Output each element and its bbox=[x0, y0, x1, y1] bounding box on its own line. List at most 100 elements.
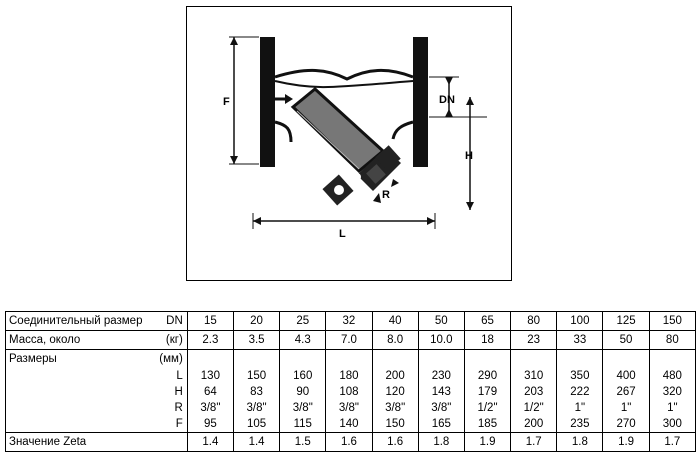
zeta-value-cell: 1.4 bbox=[187, 432, 234, 452]
dn-value-cell: 150 bbox=[649, 311, 697, 331]
dims-empty-cell bbox=[418, 349, 465, 368]
l-value-cell: 180 bbox=[325, 368, 373, 384]
dims-empty-cell bbox=[372, 349, 419, 368]
left-flange bbox=[260, 37, 275, 167]
zeta-value-cell: 1.4 bbox=[233, 432, 281, 452]
mass-value-cell: 33 bbox=[556, 330, 604, 350]
dn-value-cell: 100 bbox=[556, 311, 604, 331]
h-value-cell: 320 bbox=[649, 384, 697, 400]
mass-value-cell: 3.5 bbox=[233, 330, 281, 350]
h-value-cell: 108 bbox=[325, 384, 373, 400]
h-arrow-bottom bbox=[466, 202, 474, 210]
mass-value-cell: 18 bbox=[464, 330, 512, 350]
f-value-cell: 95 bbox=[187, 416, 234, 433]
l-value-cell: 290 bbox=[464, 368, 512, 384]
r-value-cell: 3/8" bbox=[325, 400, 373, 416]
zeta-value-cell: 1.7 bbox=[510, 432, 558, 452]
f-value-cell: 165 bbox=[418, 416, 465, 433]
r-value-cell: 3/8" bbox=[233, 400, 281, 416]
drain-plug bbox=[366, 164, 386, 184]
mass-row-label: Масса, около (кг) bbox=[5, 330, 188, 350]
zeta-value-cell: 1.9 bbox=[464, 432, 512, 452]
bolt-highlight-mid bbox=[353, 173, 361, 181]
mass-value-cell: 80 bbox=[649, 330, 697, 350]
l-value-cell: 150 bbox=[233, 368, 281, 384]
f-value-cell: 140 bbox=[325, 416, 373, 433]
dn-value-cell: 65 bbox=[464, 311, 512, 331]
dims-unit-text: (мм) bbox=[159, 353, 183, 365]
dn-row-label: Соединительный размер DN bbox=[5, 311, 188, 331]
f-row-label: F bbox=[5, 416, 188, 433]
strainer-drawing-frame: F DN H R L bbox=[186, 6, 512, 281]
r-value-cell: 3/8" bbox=[187, 400, 234, 416]
f-value-cell: 235 bbox=[556, 416, 604, 433]
zeta-value-cell: 1.6 bbox=[325, 432, 373, 452]
bolt-highlight-left bbox=[334, 185, 344, 195]
dims-empty-cell bbox=[464, 349, 512, 368]
zeta-value-cell: 1.9 bbox=[602, 432, 650, 452]
l-value-cell: 230 bbox=[418, 368, 465, 384]
dn-value-cell: 50 bbox=[418, 311, 465, 331]
f-value-cell: 300 bbox=[649, 416, 697, 433]
f-value-cell: 185 bbox=[464, 416, 512, 433]
mass-value-cell: 8.0 bbox=[372, 330, 419, 350]
dn-value-cell: 20 bbox=[233, 311, 281, 331]
h-row-label: H bbox=[5, 384, 188, 400]
f-arrow-top bbox=[230, 37, 238, 45]
h-value-cell: 179 bbox=[464, 384, 512, 400]
dims-header-row: Размеры (мм) bbox=[5, 349, 697, 368]
l-value-cell: 130 bbox=[187, 368, 234, 384]
f-value-cell: 200 bbox=[510, 416, 558, 433]
dn-arrow-top bbox=[445, 77, 453, 85]
screen-highlight bbox=[296, 110, 360, 170]
h-arrow-top bbox=[466, 97, 474, 105]
dn-value-cell: 32 bbox=[325, 311, 373, 331]
h-value-cell: 83 bbox=[233, 384, 281, 400]
h-value-cell: 222 bbox=[556, 384, 604, 400]
zeta-value-cell: 1.6 bbox=[372, 432, 419, 452]
dn-arrow-bottom bbox=[445, 109, 453, 117]
dims-header-label: Размеры (мм) bbox=[5, 349, 188, 368]
zeta-row-label: Значение Zeta bbox=[5, 432, 188, 452]
r-row-label: R bbox=[5, 400, 188, 416]
dn-value-cell: 125 bbox=[602, 311, 650, 331]
dn-label-text: Соединительный размер bbox=[9, 315, 143, 327]
mass-value-cell: 23 bbox=[510, 330, 558, 350]
r-arrow-left bbox=[373, 193, 381, 203]
r-arrow-right bbox=[391, 179, 399, 187]
f-value-cell: 270 bbox=[602, 416, 650, 433]
l-dimension-label: L bbox=[339, 228, 346, 240]
dn-unit-text: DN bbox=[166, 315, 183, 327]
h-value-cell: 143 bbox=[418, 384, 465, 400]
zeta-value-cell: 1.8 bbox=[418, 432, 465, 452]
dims-label-text: Размеры bbox=[9, 353, 57, 365]
zeta-value-cell: 1.7 bbox=[649, 432, 697, 452]
dn-value-cell: 25 bbox=[279, 311, 327, 331]
mass-value-cell: 4.3 bbox=[279, 330, 327, 350]
l-value-cell: 350 bbox=[556, 368, 604, 384]
l-value-cell: 160 bbox=[279, 368, 327, 384]
dn-value-cell: 15 bbox=[187, 311, 234, 331]
mass-unit-text: (кг) bbox=[165, 334, 183, 346]
l-arrow-right bbox=[427, 217, 435, 225]
dims-empty-cell bbox=[279, 349, 327, 368]
body-inner-line bbox=[274, 80, 414, 89]
h-dimension-label: H bbox=[465, 150, 473, 162]
r-value-cell: 1/2" bbox=[464, 400, 512, 416]
f-dimension-label: F bbox=[223, 96, 230, 108]
l-value-cell: 200 bbox=[372, 368, 419, 384]
l-value-cell: 400 bbox=[602, 368, 650, 384]
mass-value-cell: 10.0 bbox=[418, 330, 465, 350]
h-value-cell: 267 bbox=[602, 384, 650, 400]
r-row: R 3/8"3/8"3/8"3/8"3/8"3/8"1/2"1/2"1"1"1" bbox=[5, 400, 697, 416]
body-lower-right bbox=[391, 120, 414, 140]
r-value-cell: 1" bbox=[602, 400, 650, 416]
h-value-cell: 120 bbox=[372, 384, 419, 400]
f-value-cell: 150 bbox=[372, 416, 419, 433]
